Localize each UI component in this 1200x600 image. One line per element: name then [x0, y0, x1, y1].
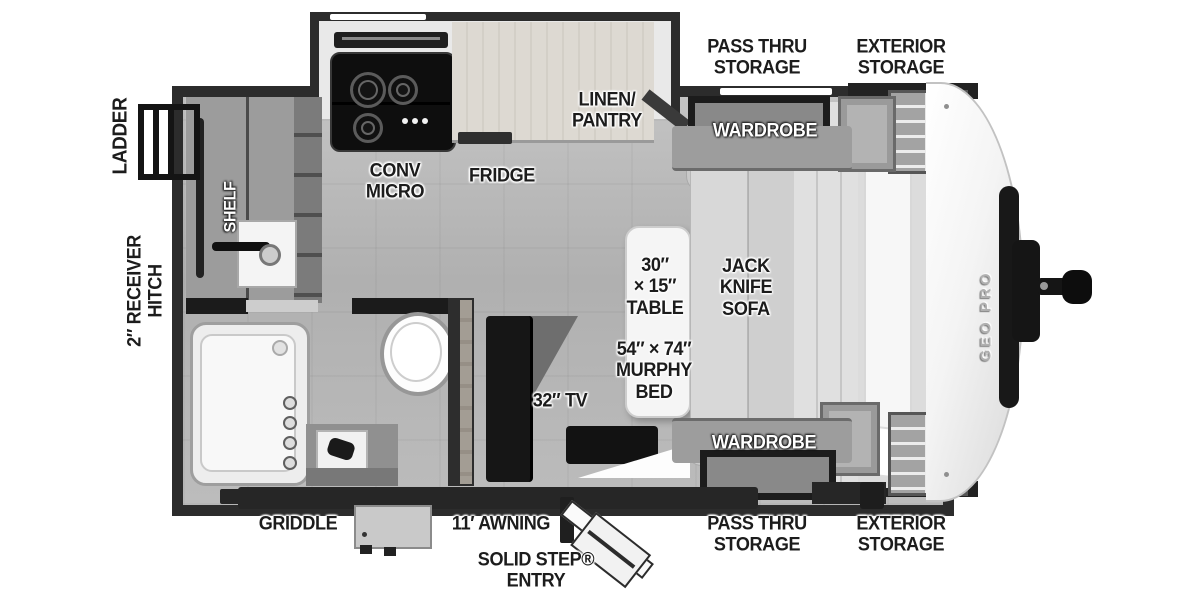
bath-shelf	[246, 300, 318, 312]
label-griddle: GRIDDLE	[258, 513, 338, 535]
curtain-ring-icon	[283, 436, 297, 450]
tv-cabinet	[486, 316, 533, 482]
sink-drain	[259, 244, 281, 266]
ladder-rung	[168, 110, 174, 174]
galley-divider	[246, 97, 249, 303]
label-pass-thru-storage-bottom: PASS THRU STORAGE	[707, 513, 807, 556]
label-shelf: SHELF	[220, 181, 240, 233]
tub-drain	[272, 340, 288, 356]
label-conv-micro: CONV MICRO	[365, 160, 425, 203]
entry-side-cabinet	[566, 426, 658, 464]
stove-knob	[402, 118, 408, 124]
ladder-icon	[138, 104, 200, 180]
hitch-pin-icon	[1040, 282, 1048, 290]
cooktop-divider	[332, 102, 450, 105]
bathtub-inner	[200, 334, 296, 472]
label-solid-step-entry: SOLID STEP® ENTRY	[477, 549, 595, 592]
label-ladder: LADDER	[109, 97, 132, 175]
burner-icon	[353, 113, 383, 143]
burner-icon	[350, 72, 386, 108]
label-pass-thru-storage-top: PASS THRU STORAGE	[707, 36, 807, 79]
curtain-ring-icon	[283, 456, 297, 470]
bath-wall-segment	[352, 298, 474, 314]
rivet-icon	[944, 104, 949, 109]
label-linen-pantry: LINEN/ PANTRY	[572, 89, 642, 132]
bath-wall-segment	[186, 298, 248, 314]
label-exterior-storage-top: EXTERIOR STORAGE	[856, 36, 946, 79]
label-table: 30″ × 15″ TABLE	[626, 254, 684, 319]
range-hood	[334, 32, 448, 48]
vanity-ledge	[306, 468, 398, 486]
stove-knob	[412, 118, 418, 124]
label-receiver-hitch: 2″ RECEIVER HITCH	[124, 235, 167, 347]
rivet-icon	[944, 472, 949, 477]
curtain-ring-icon	[283, 396, 297, 410]
stove-knob	[422, 118, 428, 124]
griddle-foot	[384, 547, 396, 556]
jack-knife-sofa-back	[748, 152, 798, 454]
brand-logo: GEO PRO	[977, 270, 995, 362]
griddle-foot	[360, 545, 372, 554]
label-awning: 11′ AWNING	[451, 513, 551, 535]
toilet-seat	[390, 322, 442, 382]
label-wardrobe-bottom: WARDROBE	[711, 432, 817, 454]
towel-bar	[196, 118, 204, 278]
label-wardrobe-top: WARDROBE	[712, 120, 818, 142]
label-tv: 32″ TV	[532, 390, 588, 412]
jack-knife-sofa-seat	[690, 152, 748, 454]
rear-bumper	[238, 487, 758, 509]
bumper-stub	[220, 489, 242, 504]
ladder-rung	[153, 110, 159, 174]
burner-icon	[388, 75, 418, 105]
label-jack-knife-sofa: JACK KNIFE SOFA	[719, 255, 773, 320]
top-wall-window	[720, 88, 832, 95]
curtain-ring-icon	[283, 416, 297, 430]
hitch-coupler	[1062, 270, 1092, 304]
bathroom-wall-panel	[460, 300, 472, 484]
label-exterior-storage-bottom: EXTERIOR STORAGE	[856, 513, 946, 556]
tongue-jack	[1012, 240, 1040, 342]
wardrobe-top	[672, 126, 852, 171]
shelf-cabinet	[294, 97, 322, 303]
label-murphy-bed: 54″ × 74″ MURPHY BED	[616, 338, 692, 403]
bumpout-window	[330, 14, 426, 20]
fridge-vent	[458, 132, 512, 144]
mattress	[864, 146, 912, 446]
fridge-pantry-counter	[452, 22, 654, 143]
galley-faucet	[212, 242, 270, 251]
frame-stub	[860, 482, 884, 509]
label-fridge: FRIDGE	[469, 165, 535, 187]
griddle-knob	[362, 532, 367, 537]
griddle-accessory	[354, 505, 432, 549]
